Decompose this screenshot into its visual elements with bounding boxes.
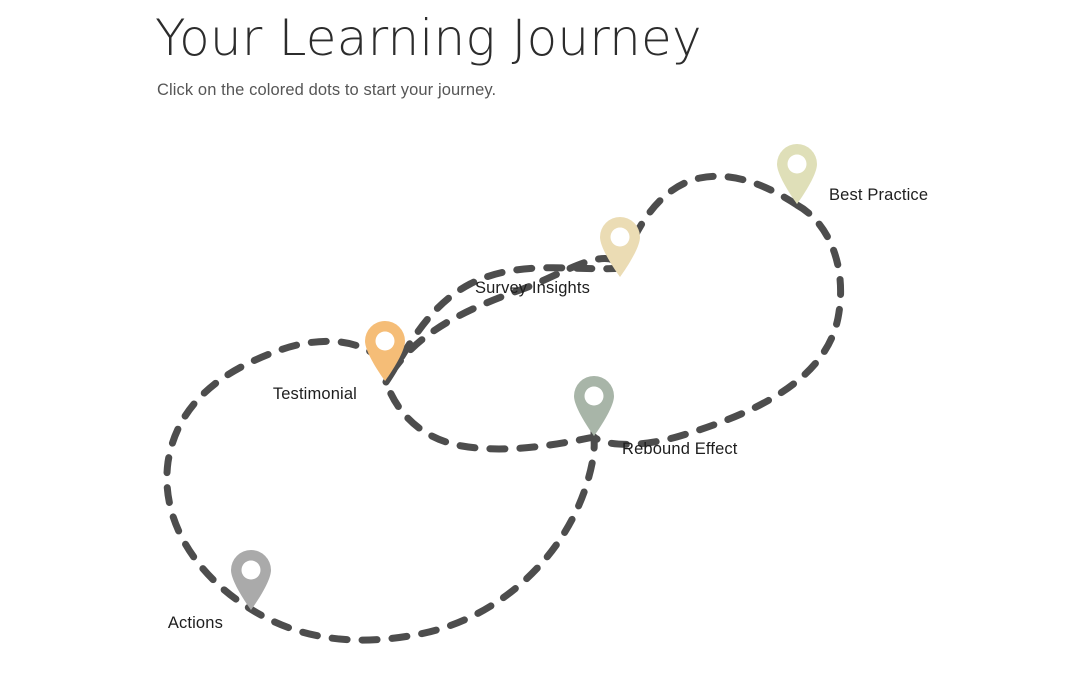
marker-label-best-practice: Best Practice	[829, 185, 929, 204]
marker-best-practice[interactable]: Best Practice	[775, 143, 928, 205]
marker-label-actions: Actions	[167, 613, 223, 632]
map-pin-icon	[231, 550, 271, 610]
marker-testimonial[interactable]: Testimonial	[273, 320, 407, 402]
page-header: Your Learning Journey Click on the color…	[155, 8, 995, 100]
map-pin-icon	[574, 376, 614, 436]
map-pin-icon	[365, 321, 405, 381]
marker-label-survey-insights: Survey Insights	[474, 278, 590, 297]
dashed-journey-path	[163, 172, 845, 644]
marker-rebound-effect[interactable]: Rebound Effect	[572, 375, 737, 457]
map-pin-icon	[600, 217, 640, 277]
marker-survey-insights[interactable]: Survey Insights	[475, 216, 642, 296]
marker-label-rebound-effect: Rebound Effect	[622, 439, 738, 458]
marker-label-testimonial: Testimonial	[272, 384, 357, 403]
marker-actions[interactable]: Actions	[168, 549, 273, 631]
page-title: Your Learning Journey	[155, 9, 702, 67]
page-subtitle: Click on the colored dots to start your …	[157, 81, 497, 99]
map-pin-icon	[777, 144, 817, 204]
